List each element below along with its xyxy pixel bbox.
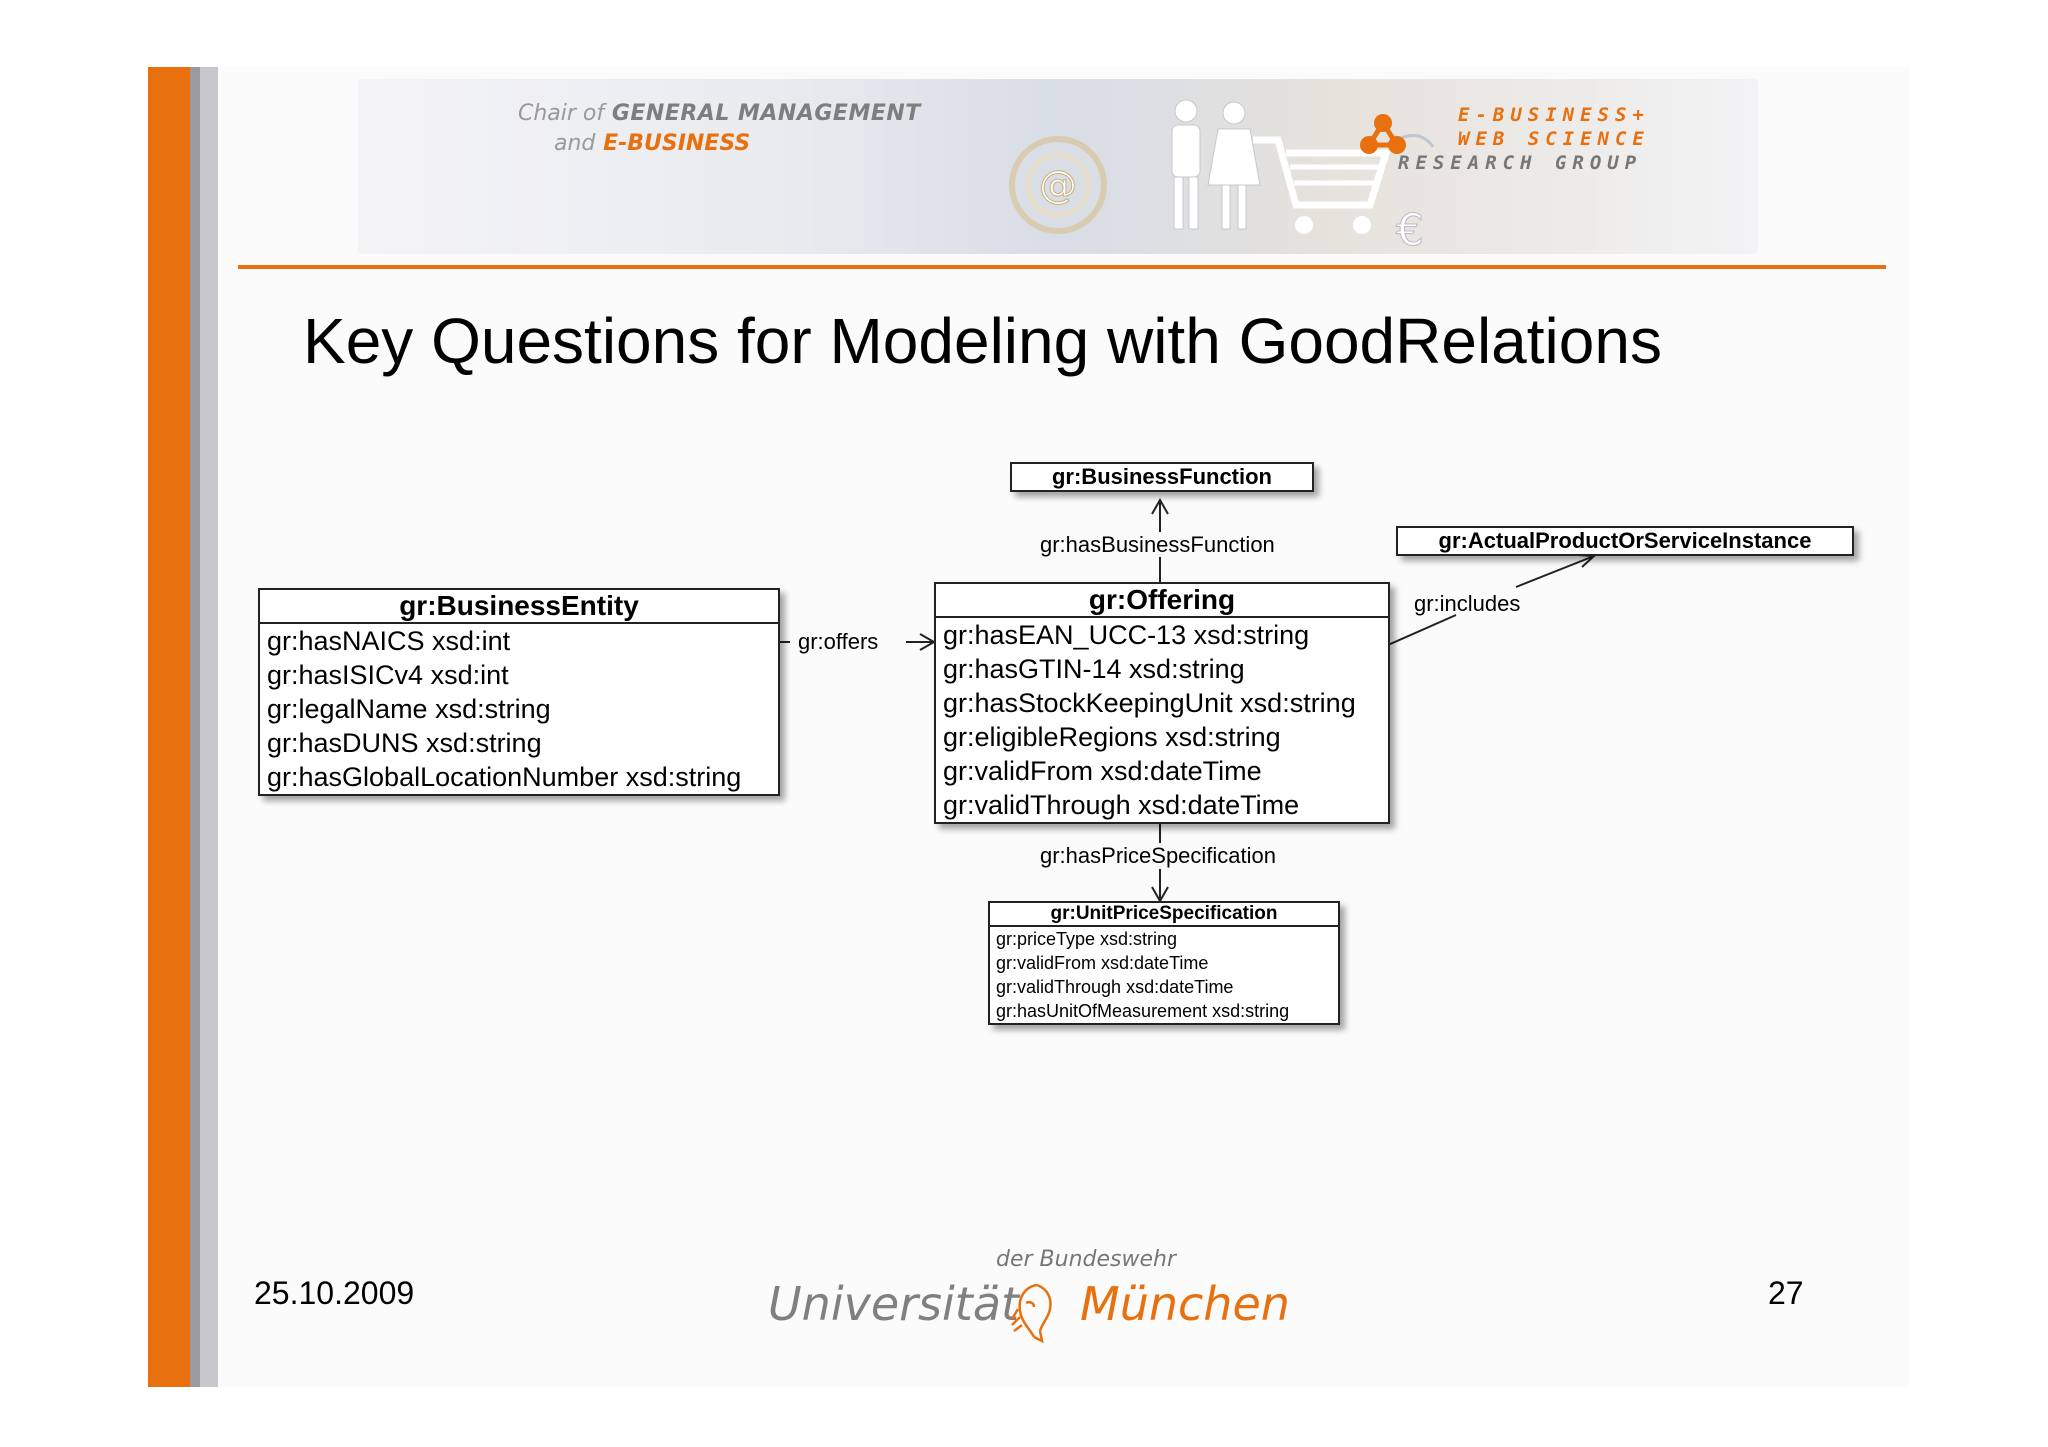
has-business-function-label: gr:hasBusinessFunction	[1040, 532, 1275, 557]
research-group-label: RESEARCH GROUP	[1398, 152, 1643, 174]
university-top-label: der Bundeswehr	[996, 1247, 1176, 1272]
unit-price-attribute: gr:priceType xsd:string	[996, 929, 1178, 949]
web-science-label: WEB SCIENCE	[1458, 128, 1650, 150]
business-function-arrowhead	[1151, 497, 1169, 515]
svg-text:€: €	[1396, 205, 1424, 250]
unit-price-specification-name: gr:UnitPriceSpecification	[990, 903, 1338, 927]
actual-product-class: gr:ActualProductOrServiceInstance	[1396, 526, 1854, 556]
molecule-logo-icon	[1360, 114, 1406, 154]
people-icon	[1171, 99, 1261, 230]
business-entity-class: gr:BusinessEntity gr:hasNAICS xsd:int gr…	[258, 588, 780, 796]
general-management-label: GENERAL MANAGEMENT	[611, 101, 921, 126]
has-price-specification-label: gr:hasPriceSpecification	[1040, 843, 1277, 868]
business-function-class: gr:BusinessFunction	[1010, 462, 1314, 492]
university-left-label: Universität	[768, 1277, 1020, 1331]
actual-product-name: gr:ActualProductOrServiceInstance	[1438, 528, 1812, 553]
euro-icon: €	[1396, 205, 1425, 251]
university-logo: der Bundeswehr Universität München	[768, 1247, 1328, 1347]
chair-logo-text: Chair of GENERAL MANAGEMENT and E-BUSINE…	[518, 99, 958, 159]
offering-attribute: gr:validThrough xsd:dateTime	[943, 790, 1300, 820]
offering-attribute: gr:eligibleRegions xsd:string	[943, 722, 1281, 752]
svg-text:@: @	[1039, 163, 1077, 207]
e-business-label: E-BUSINESS	[603, 131, 751, 156]
unit-price-specification-class: gr:UnitPriceSpecification gr:priceType x…	[988, 901, 1340, 1025]
header-divider	[238, 265, 1886, 269]
business-entity-name: gr:BusinessEntity	[260, 590, 778, 624]
offering-attribute: gr:hasGTIN-14 xsd:string	[943, 654, 1245, 684]
includes-label: gr:includes	[1414, 591, 1521, 616]
side-bar-light	[200, 67, 218, 1387]
slide-date: 25.10.2009	[254, 1275, 415, 1311]
business-entity-attribute: gr:hasISICv4 xsd:int	[267, 660, 509, 690]
business-function-name: gr:BusinessFunction	[1051, 464, 1272, 489]
business-entity-attribute: gr:legalName xsd:string	[267, 694, 551, 724]
unit-price-attribute: gr:hasUnitOfMeasurement xsd:string	[996, 1001, 1290, 1021]
offering-attribute: gr:validFrom xsd:dateTime	[943, 756, 1262, 786]
includes-connector	[1387, 555, 1595, 646]
university-crest-icon	[1010, 1283, 1052, 1344]
side-bar-gray	[190, 67, 200, 1387]
business-entity-attribute: gr:hasNAICS xsd:int	[267, 626, 511, 656]
research-group-logo-text: E-BUSINESS+ WEB SCIENCE RESEARCH GROUP	[1398, 103, 1698, 175]
business-entity-attribute: gr:hasGlobalLocationNumber xsd:string	[267, 762, 742, 792]
slide-title: Key Questions for Modeling with GoodRela…	[303, 305, 1662, 377]
and-label: and	[554, 131, 596, 156]
offering-attribute: gr:hasStockKeepingUnit xsd:string	[943, 688, 1356, 718]
header-banner: Chair of GENERAL MANAGEMENT and E-BUSINE…	[358, 79, 1758, 254]
business-entity-attribute: gr:hasDUNS xsd:string	[267, 728, 542, 758]
unit-price-attribute: gr:validFrom xsd:dateTime	[996, 953, 1209, 973]
at-sign-icon: @	[1009, 136, 1107, 234]
offers-label: gr:offers	[798, 629, 879, 654]
unit-price-attribute: gr:validThrough xsd:dateTime	[996, 977, 1234, 997]
page-number: 27	[1768, 1275, 1804, 1311]
university-right-label: München	[1080, 1277, 1290, 1331]
slide: Chair of GENERAL MANAGEMENT and E-BUSINE…	[148, 67, 1910, 1387]
side-bar-orange	[148, 67, 190, 1387]
offering-class: gr:Offering gr:hasEAN_UCC-13 xsd:string …	[934, 582, 1390, 824]
offering-attribute: gr:hasEAN_UCC-13 xsd:string	[943, 620, 1310, 650]
chair-of-label: Chair of	[518, 101, 605, 126]
offering-name: gr:Offering	[936, 584, 1388, 618]
e-business-plus-label: E-BUSINESS+	[1458, 104, 1650, 126]
banner-illustration: @ €	[1009, 99, 1435, 251]
